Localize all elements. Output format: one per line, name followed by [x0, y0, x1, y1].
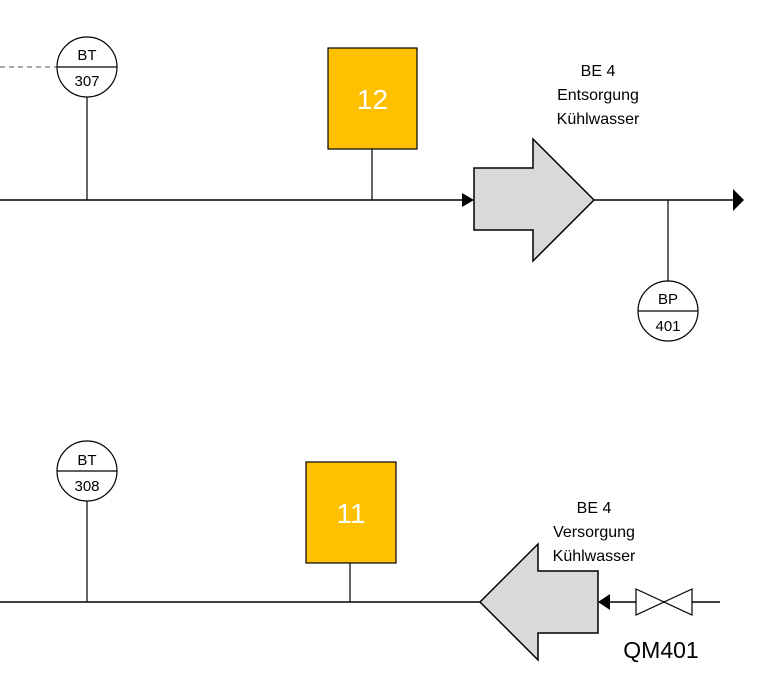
endpoint-label-top-line1: BE 4	[581, 63, 616, 80]
valve-qm401	[635, 588, 693, 616]
marker-number-11: 11	[336, 498, 365, 529]
endpoint-label-top-line2: Entsorgung	[557, 87, 639, 104]
bt307-number: 307	[74, 73, 99, 90]
bt308-number: 308	[74, 478, 99, 495]
flow-arrowhead-bottom-in	[598, 594, 610, 610]
endpoint-label-bottom-line1: BE 4	[577, 500, 612, 517]
endpoint-label-bottom-line3: Kühlwasser	[553, 548, 636, 565]
bt308-tag: BT	[77, 452, 96, 469]
bp401-tag: BP	[658, 291, 678, 308]
instrument-bubble-bt307: BT 307	[56, 36, 118, 98]
valve-label-qm401: QM401	[623, 637, 698, 663]
marker-box-12: 12	[327, 47, 418, 150]
marker-box-11: 11	[305, 461, 397, 564]
bt307-tag: BT	[77, 47, 96, 64]
marker-number-12: 12	[357, 84, 388, 115]
endpoint-label-bottom-line2: Versorgung	[553, 524, 635, 541]
bp401-number: 401	[655, 318, 680, 335]
instrument-bubble-bp401: BP 401	[637, 280, 699, 342]
endpoint-label-top-line3: Kühlwasser	[557, 111, 640, 128]
flow-arrowhead-top-in	[462, 193, 474, 207]
instrument-bubble-bt308: BT 308	[56, 440, 118, 502]
flow-arrowhead-top-out	[733, 189, 744, 211]
endpoint-arrow-entsorgung	[473, 137, 596, 263]
